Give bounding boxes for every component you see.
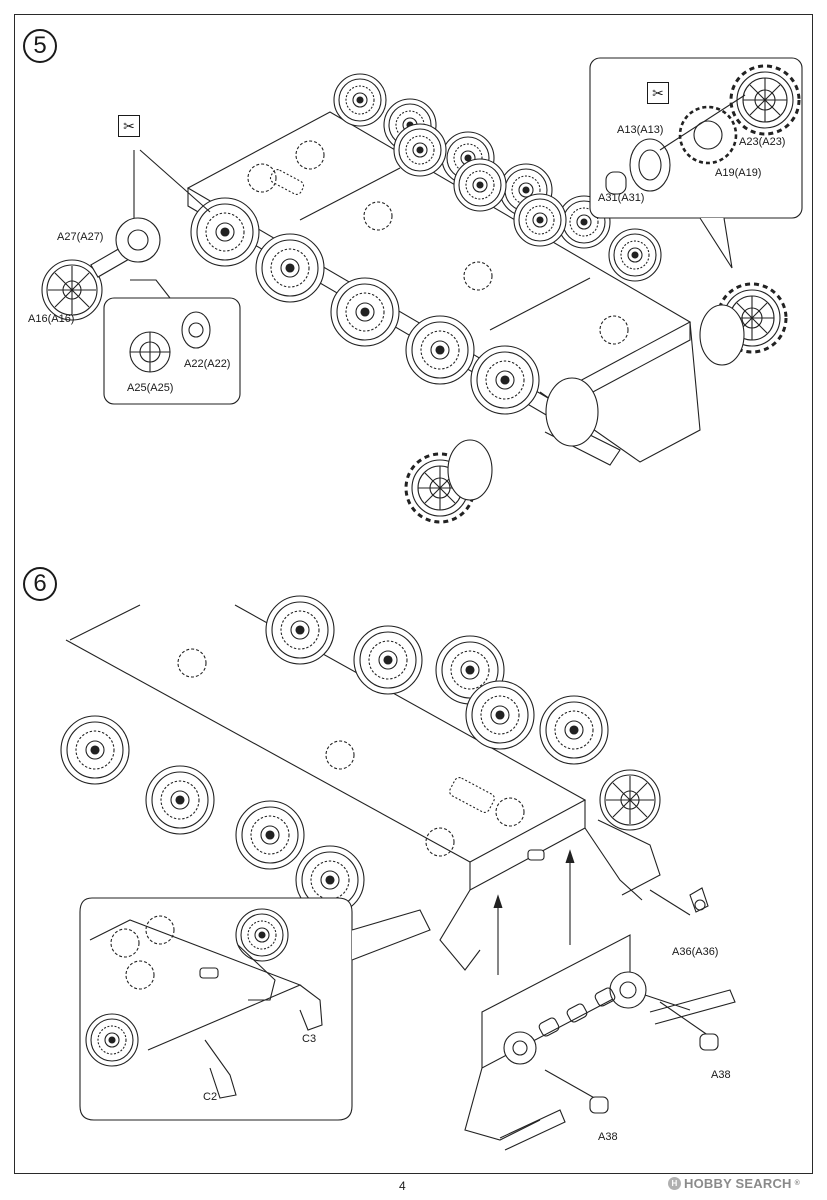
- step6-arrows: [493, 849, 713, 1101]
- label-a36: A36(A36): [672, 946, 719, 958]
- step5-hull-hatches: [247, 140, 629, 345]
- label-a31: A31(A31): [598, 192, 645, 204]
- step5-inset-a22-a25: [103, 279, 241, 405]
- page-number: 4: [399, 1179, 406, 1193]
- step5-inset-sprocket: [589, 57, 803, 269]
- step6-road-wheels: [60, 595, 609, 915]
- step5-idler-exploded: [41, 149, 211, 321]
- step-5-number: 5: [23, 29, 57, 63]
- label-a19: A19(A19): [715, 167, 762, 179]
- hobby-search-watermark: H HOBBY SEARCH ®: [668, 1176, 800, 1191]
- step6-small-parts: [527, 849, 719, 1114]
- step6-hull-hatches: [177, 648, 525, 857]
- label-c2: C2: [203, 1091, 218, 1103]
- step5-sprocket-right: [699, 282, 788, 366]
- step-6-number: 6: [23, 567, 57, 601]
- label-a22: A22(A22): [184, 358, 231, 370]
- hobby-search-logo-icon: H: [668, 1177, 681, 1190]
- watermark-brand: HOBBY SEARCH: [684, 1176, 792, 1191]
- label-c3: C3: [302, 1033, 317, 1045]
- step6-hull: [65, 604, 643, 971]
- cutting-tool-icon-step5-right: ✂: [647, 82, 669, 104]
- label-a38-bottom: A38: [598, 1131, 618, 1143]
- label-a25: A25(A25): [127, 382, 174, 394]
- step6-inset-detail: [79, 897, 431, 1121]
- label-a27: A27(A27): [57, 231, 104, 243]
- step5-sprocket-left: [404, 377, 599, 524]
- page-frame: [14, 14, 813, 1174]
- label-a16: A16(A16): [28, 313, 75, 325]
- label-a13: A13(A13): [617, 124, 664, 136]
- cutting-tool-icon-step5-left: ✂: [118, 115, 140, 137]
- step6-rear-plate: [464, 934, 736, 1151]
- label-a38-right: A38: [711, 1069, 731, 1081]
- watermark-registered-mark: ®: [794, 1180, 800, 1187]
- label-a23: A23(A23): [739, 136, 786, 148]
- step6-idler: [597, 769, 661, 896]
